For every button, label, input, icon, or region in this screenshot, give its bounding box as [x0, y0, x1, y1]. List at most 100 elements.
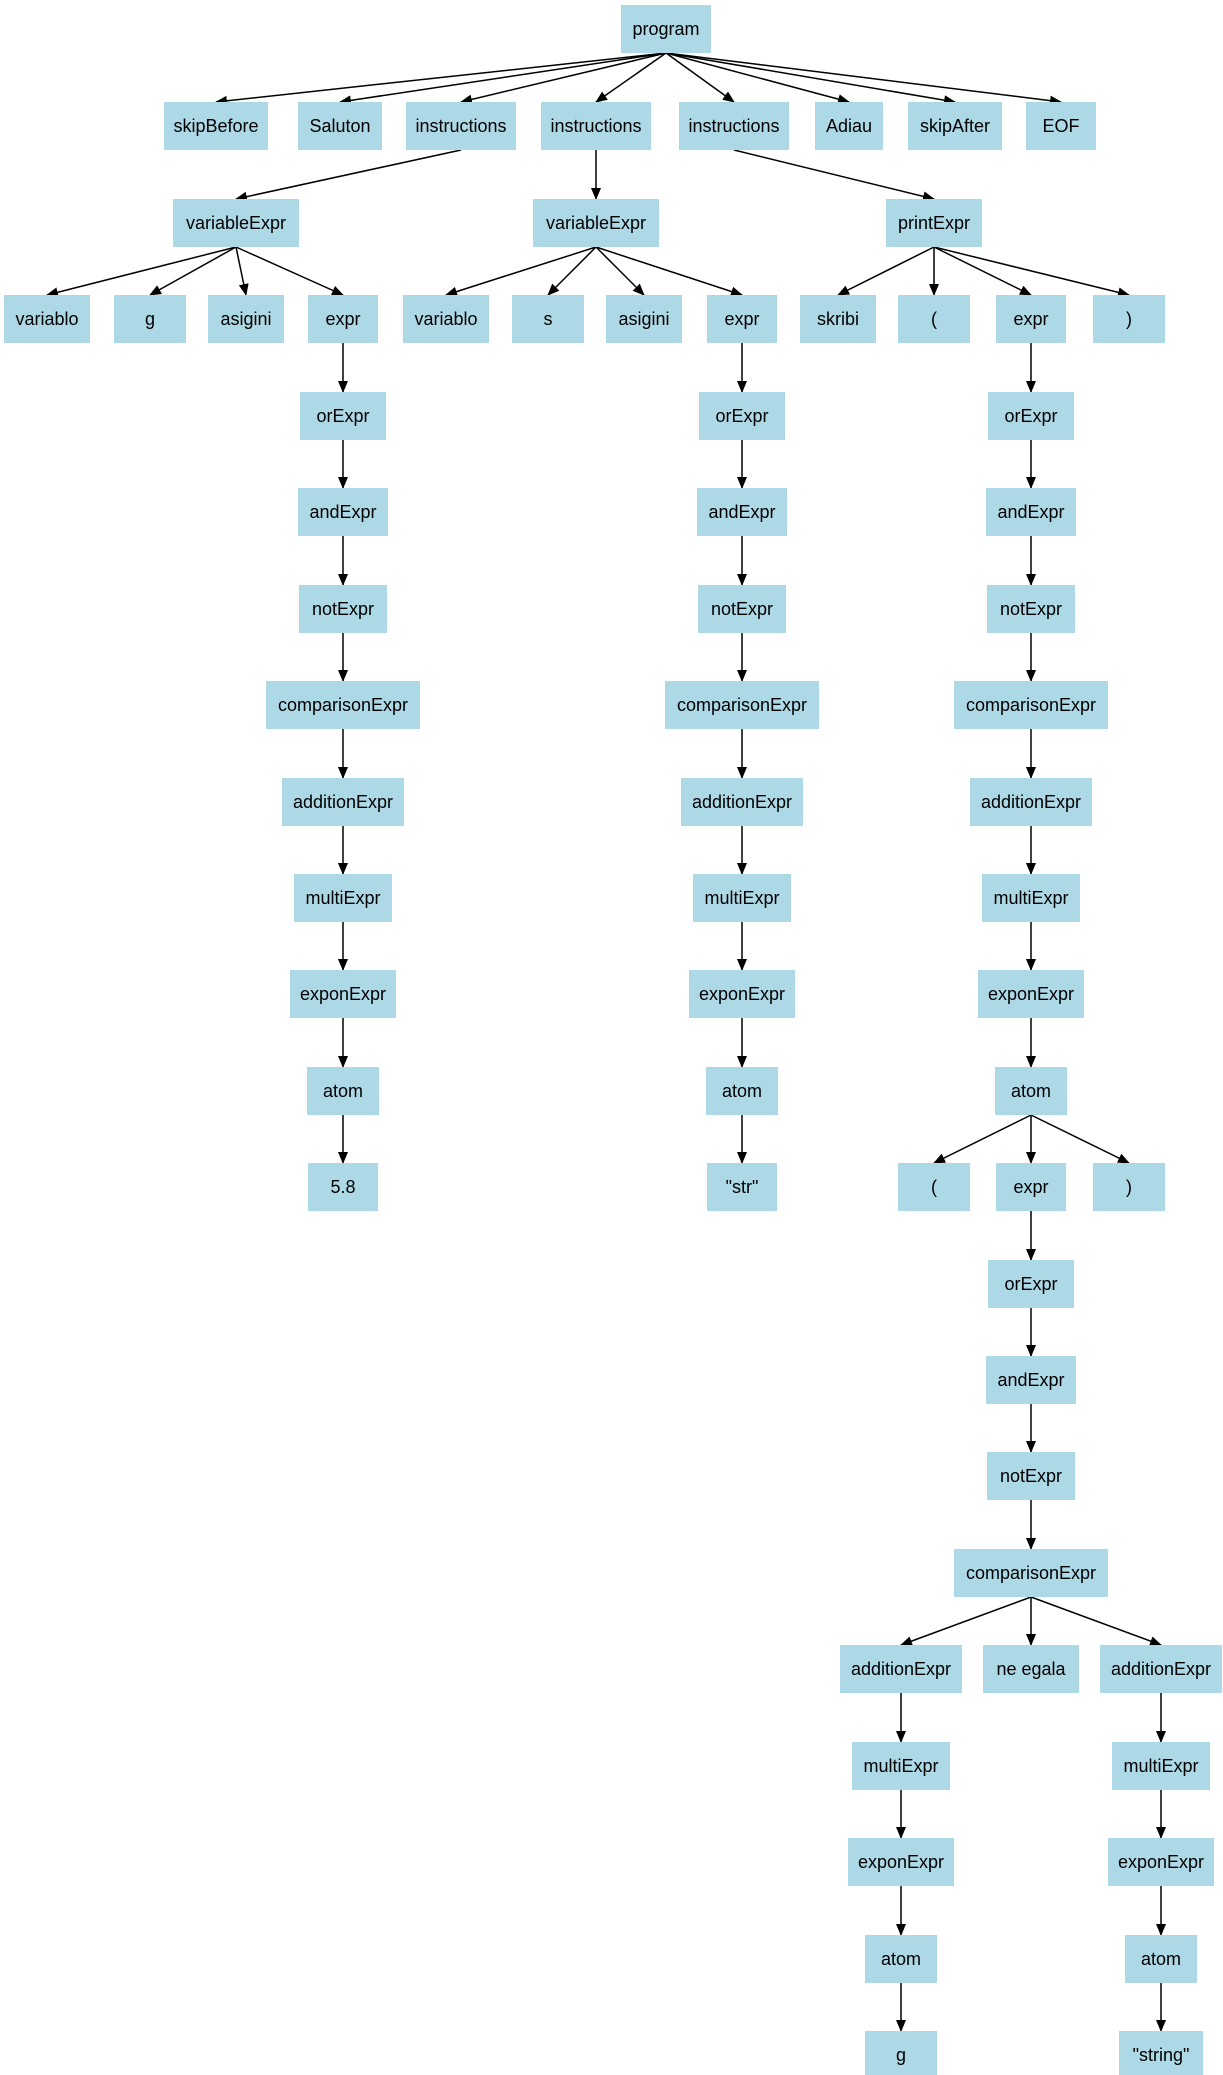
tree-node-instructions: instructions: [406, 102, 516, 150]
node-box: [1093, 295, 1165, 343]
node-label: comparisonExpr: [966, 1563, 1096, 1583]
node-box: [173, 199, 299, 247]
node-label: orExpr: [1004, 406, 1057, 426]
edge-p_atom-to-a_lp: [933, 1114, 1032, 1164]
node-box: [299, 585, 387, 633]
tree-node-program: program: [621, 5, 711, 53]
node-label: atom: [881, 1949, 921, 1969]
node-box: [290, 970, 396, 1018]
tree-node-notexpr: notExpr: [698, 585, 786, 633]
node-label: g: [896, 2045, 906, 2065]
node-label: atom: [323, 1081, 363, 1101]
node-label: multiExpr: [993, 888, 1068, 908]
edges-layer: [46, 52, 1166, 2032]
node-box: [294, 874, 392, 922]
tree-node-orexpr: orExpr: [988, 392, 1074, 440]
tree-node-str: "str": [707, 1163, 777, 1211]
node-box: [699, 392, 785, 440]
tree-node-variablo: variablo: [4, 295, 90, 343]
edge-program-to-saluton: [339, 52, 667, 106]
tree-node-exponexpr: exponExpr: [848, 1838, 954, 1886]
node-box: [848, 1838, 954, 1886]
node-box: [996, 1163, 1066, 1211]
node-box: [298, 102, 382, 150]
node-box: [606, 295, 682, 343]
node-label: EOF: [1042, 116, 1079, 136]
tree-node-expr: expr: [308, 295, 378, 343]
node-label: andExpr: [997, 502, 1064, 522]
node-box: [4, 295, 90, 343]
node-label: expr: [724, 309, 759, 329]
tree-node-multiexpr: multiExpr: [294, 874, 392, 922]
node-label: multiExpr: [1123, 1756, 1198, 1776]
node-label: comparisonExpr: [966, 695, 1096, 715]
edge-var2-to-v2_s: [547, 246, 597, 296]
node-box: [954, 681, 1108, 729]
node-box: [308, 295, 378, 343]
node-label: atom: [722, 1081, 762, 1101]
node-label: atom: [1011, 1081, 1051, 1101]
tree-node-symbol: (: [898, 1163, 970, 1211]
node-label: orExpr: [316, 406, 369, 426]
node-label: multiExpr: [704, 888, 779, 908]
node-box: [815, 102, 883, 150]
node-box: [707, 295, 777, 343]
edge-program-to-skipAfter: [665, 52, 956, 106]
node-box: [114, 295, 186, 343]
tree-node-expr: expr: [707, 295, 777, 343]
tree-node-atom: atom: [865, 1935, 937, 1983]
node-box: [208, 295, 284, 343]
tree-node-variableexpr: variableExpr: [533, 199, 659, 247]
edge-var1-to-v1_variablo: [46, 246, 237, 298]
node-label: notExpr: [1000, 1466, 1062, 1486]
tree-node-andexpr: andExpr: [298, 488, 388, 536]
tree-node-atom: atom: [706, 1067, 778, 1115]
node-label: asigini: [618, 309, 669, 329]
tree-node-notexpr: notExpr: [987, 1452, 1075, 1500]
node-label: instructions: [550, 116, 641, 136]
node-label: expr: [325, 309, 360, 329]
node-box: [1108, 1838, 1214, 1886]
node-box: [300, 392, 386, 440]
node-label: exponExpr: [699, 984, 785, 1004]
tree-node-symbol: ): [1093, 295, 1165, 343]
tree-node-comparisonexpr: comparisonExpr: [954, 681, 1108, 729]
edge-var2-to-v2_asigini: [595, 246, 645, 296]
node-box: [865, 1935, 937, 1983]
tree-node-asigini: asigini: [606, 295, 682, 343]
tree-node-adiau: Adiau: [815, 102, 883, 150]
edge-program-to-instr3: [665, 52, 735, 103]
node-box: [1112, 1742, 1210, 1790]
tree-node-instructions: instructions: [679, 102, 789, 150]
tree-node-comparisonexpr: comparisonExpr: [266, 681, 420, 729]
tree-node-symbol: (: [898, 295, 970, 343]
node-box: [689, 970, 795, 1018]
tree-node-multiexpr: multiExpr: [693, 874, 791, 922]
tree-node-skipafter: skipAfter: [908, 102, 1002, 150]
node-box: [698, 585, 786, 633]
node-label: expr: [1013, 1177, 1048, 1197]
tree-node-atom: atom: [995, 1067, 1067, 1115]
node-box: [298, 488, 388, 536]
tree-node-additionexpr: additionExpr: [970, 778, 1092, 826]
edge-var1-to-v1_expr: [235, 246, 344, 296]
tree-node-exponexpr: exponExpr: [978, 970, 1084, 1018]
node-box: [679, 102, 789, 150]
tree-node-g: g: [865, 2031, 937, 2075]
node-label: notExpr: [711, 599, 773, 619]
node-label: additionExpr: [293, 792, 393, 812]
node-box: [986, 488, 1076, 536]
tree-node-instructions: instructions: [541, 102, 651, 150]
node-box: [995, 1067, 1067, 1115]
node-label: printExpr: [898, 213, 970, 233]
tree-node-5-8: 5.8: [308, 1163, 378, 1211]
tree-node-atom: atom: [1125, 1935, 1197, 1983]
edge-program-to-skipBefore: [215, 52, 667, 106]
node-label: exponExpr: [300, 984, 386, 1004]
node-label: (: [931, 1177, 937, 1197]
tree-node-expr: expr: [996, 295, 1066, 343]
node-box: [852, 1742, 950, 1790]
node-label: orExpr: [1004, 1274, 1057, 1294]
node-box: [697, 488, 787, 536]
tree-node-skribi: skribi: [800, 295, 876, 343]
